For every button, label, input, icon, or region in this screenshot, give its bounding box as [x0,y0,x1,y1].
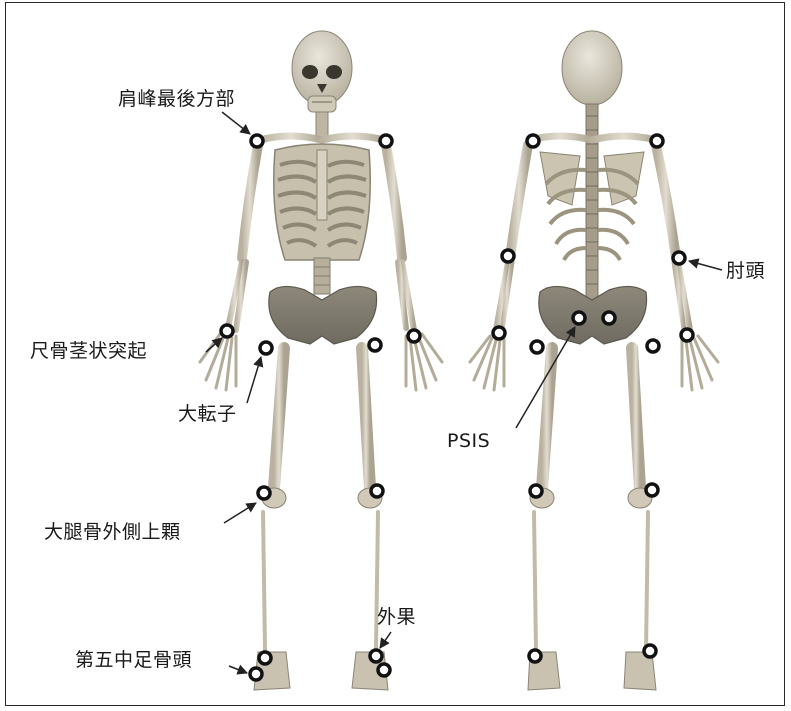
marker-back-epicondyle-left [530,485,542,497]
front-lumbar-spine [314,258,330,294]
marker-back-epicondyle-right [646,484,658,496]
label-lateral-malleolus: 外果 [377,608,416,627]
arrow-olecranon [689,261,722,270]
front-jaw [308,96,336,112]
arrow-lateral-epicondyle [224,503,256,523]
marker-back-acromion-right [651,135,663,147]
marker-back-olecranon-right [673,252,685,264]
marker-back-malleolus-right [644,645,656,657]
front-right-femur [362,348,370,488]
front-right-humerus [386,145,402,258]
back-right-humerus [656,145,676,258]
marker-back-psis-left [573,312,585,324]
marker-back-ulna-left [493,327,505,339]
marker-back-malleolus-left [529,650,541,662]
front-skull [292,31,352,105]
marker-front-metatarsal-right [378,664,390,676]
label-greater-trochanter: 大転子 [178,405,237,424]
marker-front-ulna-left [221,325,233,337]
marker-front-trochanter-right [369,339,381,351]
marker-front-malleolus-right [370,650,382,662]
marker-front-acromion-left [251,135,263,147]
back-right-hand [682,336,718,390]
back-left-humerus [510,145,528,258]
marker-front-malleolus-left [259,652,271,664]
marker-front-epicondyle-left [258,487,270,499]
back-right-shoulder-girdle [592,136,656,140]
back-skeleton [470,31,718,690]
front-right-fibula [376,512,378,650]
marker-back-trochanter-right [647,340,659,352]
back-left-hand [470,336,504,390]
marker-front-trochanter-left [260,342,272,354]
arrow-lateral-malleolus [380,632,391,648]
front-right-clavicle [322,136,384,140]
back-left-scapula [540,152,580,205]
marker-back-psis-right [603,312,615,324]
front-left-femur [274,348,284,488]
front-skeleton [200,31,442,690]
label-ulna-styloid: 尺骨茎状突起 [30,342,147,361]
marker-front-epicondyle-right [371,485,383,497]
label-fifth-metatarsal-head: 第五中足骨頭 [75,651,192,670]
label-olecranon: 肘頭 [726,262,765,281]
front-right-eye-socket [326,65,342,79]
front-left-clavicle [260,136,322,140]
back-skull [562,31,622,105]
label-acromion: 肩峰最後方部 [118,90,235,109]
front-sternum [317,150,327,220]
arrow-greater-trochanter [247,357,261,403]
label-lateral-epicondyle: 大腿骨外側上顆 [44,523,181,542]
marker-back-ulna-right [681,329,693,341]
back-spine [586,104,598,300]
marker-front-acromion-right [380,135,392,147]
marker-front-metatarsal-left [250,668,262,680]
marker-back-trochanter-left [531,341,543,353]
marker-back-olecranon-left [502,250,514,262]
arrow-fifth-metatarsal [229,666,247,673]
label-psis: PSIS [447,432,490,451]
front-left-humerus [242,145,258,258]
back-right-femur [632,348,640,488]
front-left-eye-socket [302,65,318,79]
front-pelvis [269,286,377,344]
marker-back-acromion-left [527,135,539,147]
back-right-scapula [604,152,644,205]
arrow-acromion [222,112,250,134]
front-left-fibula [263,512,265,650]
marker-front-ulna-right [408,330,420,342]
